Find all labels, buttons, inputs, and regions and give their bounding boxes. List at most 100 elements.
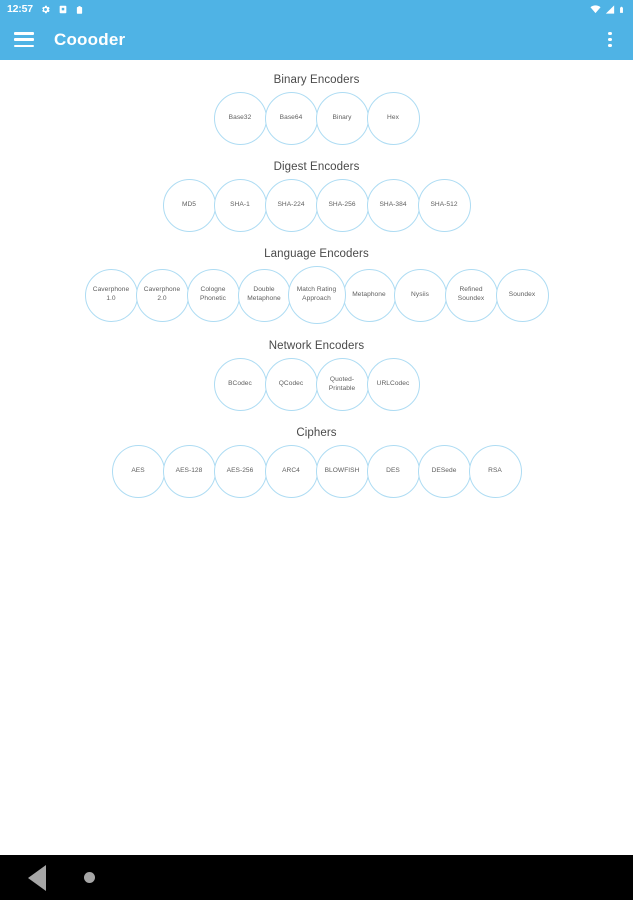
encoder-chip-label: AES-128 — [175, 467, 203, 475]
hamburger-menu-icon[interactable] — [14, 32, 34, 47]
encoder-chip-label: URLCodec — [376, 380, 410, 388]
more-vert-icon[interactable] — [601, 30, 619, 50]
encoder-chip[interactable]: Double Metaphone — [237, 268, 291, 322]
encoder-chip-label: AES — [131, 467, 145, 475]
encoder-chip-label: Base64 — [279, 114, 303, 122]
encoder-chip-row: Base32 Base64 Binary Hex — [0, 92, 633, 145]
status-bar-left: 12:57 — [7, 4, 84, 16]
status-bar-right — [589, 0, 625, 19]
back-triangle-icon[interactable] — [28, 864, 46, 891]
encoder-chip[interactable]: Caverphone 2.0 — [135, 268, 189, 322]
encoder-chip-label: ARC4 — [282, 467, 300, 475]
overflow-dot — [608, 37, 612, 42]
encoder-chip[interactable]: DES — [366, 445, 420, 498]
encoder-chip-label: SHA-384 — [379, 201, 407, 209]
encoder-chip[interactable]: BLOWFISH — [315, 445, 369, 498]
sd-card-icon — [59, 5, 67, 14]
encoder-chip[interactable]: Cologne Phonetic — [186, 268, 240, 322]
encoder-chip-label: SHA-256 — [328, 201, 356, 209]
encoder-chip-label: DESede — [431, 467, 457, 475]
overflow-dot — [608, 43, 612, 48]
encoder-chip-label: RSA — [488, 467, 502, 475]
encoder-chip-row: Caverphone 1.0 Caverphone 2.0 Cologne Phon… — [0, 266, 633, 324]
encoder-chip-label: Caverphone 2.0 — [143, 286, 181, 302]
hamburger-bar — [14, 32, 34, 35]
encoder-chip-label: Soundex — [508, 290, 536, 298]
encoder-chip-label: SHA-1 — [230, 201, 250, 209]
encoder-chip[interactable]: Soundex — [495, 268, 549, 322]
encoder-chip[interactable]: SHA-1 — [213, 179, 267, 232]
encoder-chip-label: DES — [386, 467, 400, 475]
battery-icon — [620, 6, 623, 13]
status-clock: 12:57 — [7, 3, 33, 16]
signal-icon — [605, 5, 615, 14]
encoder-chip[interactable]: Quoted-Printable — [315, 358, 369, 411]
encoder-chip[interactable]: Match Rating Approach — [287, 266, 346, 324]
encoder-chip[interactable]: Nysiis — [393, 268, 447, 322]
encoder-chip[interactable]: DESede — [417, 445, 471, 498]
encoder-chip-label: Match Rating Approach — [296, 286, 337, 302]
encoder-chip[interactable]: Refined Soundex — [444, 268, 498, 322]
section-title: Language Encoders — [264, 248, 369, 260]
section-title: Digest Encoders — [273, 161, 360, 173]
encoder-chip-row: AES AES-128 AES-256 ARC4 BLOWFISH DES DESede RS… — [0, 445, 633, 498]
encoder-chip[interactable]: QCodec — [264, 358, 318, 411]
encoder-chip[interactable]: SHA-224 — [264, 179, 318, 232]
encoder-chip[interactable]: SHA-256 — [315, 179, 369, 232]
encoder-chip-label: SHA-224 — [277, 201, 305, 209]
android-nav-bar — [0, 855, 633, 900]
encoder-chip-label: Metaphone — [352, 290, 386, 298]
hamburger-bar — [14, 38, 34, 41]
section-title: Ciphers — [296, 427, 337, 439]
encoder-chip-label: MD5 — [181, 201, 197, 209]
encoder-chip-label: QCodec — [278, 380, 304, 388]
encoder-chip[interactable]: AES-256 — [213, 445, 267, 498]
encoder-chip-label: Refined Soundex — [457, 286, 485, 302]
encoder-chip-label: AES-256 — [226, 467, 254, 475]
encoder-chip[interactable]: Caverphone 1.0 — [84, 268, 138, 322]
encoder-chip[interactable]: SHA-512 — [417, 179, 471, 232]
section-title: Binary Encoders — [273, 74, 360, 86]
encoder-chip[interactable]: Hex — [366, 92, 420, 145]
encoder-chip[interactable]: MD5 — [162, 179, 216, 232]
encoder-chip-label: Binary — [332, 114, 352, 122]
app-bar: Coooder — [0, 19, 633, 60]
encoder-chip[interactable]: BCodec — [213, 358, 267, 411]
encoder-chip[interactable]: ARC4 — [264, 445, 318, 498]
encoder-chip-label: Hex — [387, 114, 399, 122]
encoder-chip-label: BCodec — [228, 380, 252, 388]
encoder-chip-label: BLOWFISH — [324, 467, 360, 475]
overflow-dot — [608, 31, 612, 36]
encoder-chip-label: Cologne Phonetic — [199, 286, 227, 302]
status-bar: 12:57 — [0, 0, 633, 19]
encoder-chip[interactable]: Binary — [315, 92, 369, 145]
encoder-chip-label: Quoted-Printable — [328, 375, 356, 392]
hamburger-bar — [14, 44, 34, 47]
encoder-chip-row: BCodec QCodec Quoted-Printable URLCodec — [0, 358, 633, 411]
section-title: Network Encoders — [268, 340, 365, 352]
wifi-icon — [590, 5, 601, 14]
encoder-chip[interactable]: Base64 — [264, 92, 318, 145]
encoder-chip-label: SHA-512 — [430, 201, 458, 209]
encoder-chip[interactable]: RSA — [468, 445, 522, 498]
encoder-chip-row: MD5 SHA-1 SHA-224 SHA-256 SHA-384 SHA-512 — [0, 179, 633, 232]
gear-icon — [42, 5, 50, 14]
home-circle-icon[interactable] — [84, 872, 95, 883]
encoder-chip[interactable]: Base32 — [213, 92, 267, 145]
encoder-chip[interactable]: AES — [111, 445, 165, 498]
app-title: Coooder — [54, 29, 126, 49]
encoder-chip-label: Nysiis — [411, 290, 429, 298]
encoder-chip[interactable]: Metaphone — [342, 268, 396, 322]
encoder-chip[interactable]: SHA-384 — [366, 179, 420, 232]
encoder-chip[interactable]: AES-128 — [162, 445, 216, 498]
encoder-chip[interactable]: URLCodec — [366, 358, 420, 411]
encoder-chip-label: Double Metaphone — [247, 286, 281, 302]
encoder-chip-label: Caverphone 1.0 — [92, 286, 130, 302]
